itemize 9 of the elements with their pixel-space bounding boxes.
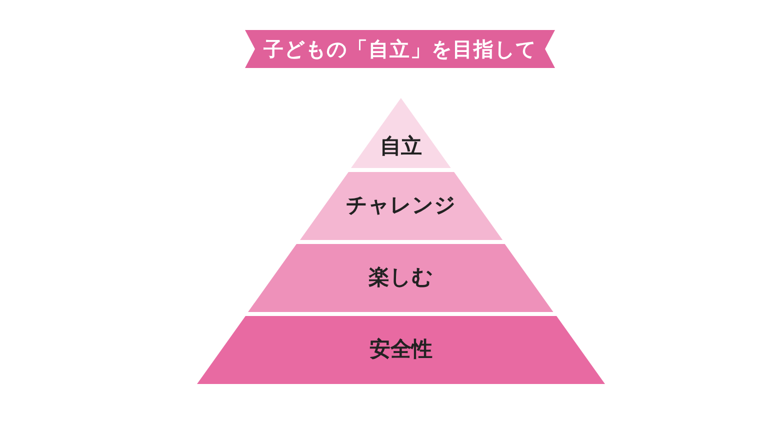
pyramid-level <box>300 172 502 240</box>
pyramid-level <box>248 244 554 312</box>
level-label: 安全性 <box>370 336 432 363</box>
title: 子どもの「自立」を目指して <box>264 36 536 62</box>
level-label: チャレンジ <box>346 192 456 219</box>
pyramid-top-level <box>351 98 451 168</box>
level-label: 楽しむ <box>368 264 434 291</box>
level-label: 自立 <box>380 133 422 160</box>
pyramid-level <box>197 316 605 384</box>
